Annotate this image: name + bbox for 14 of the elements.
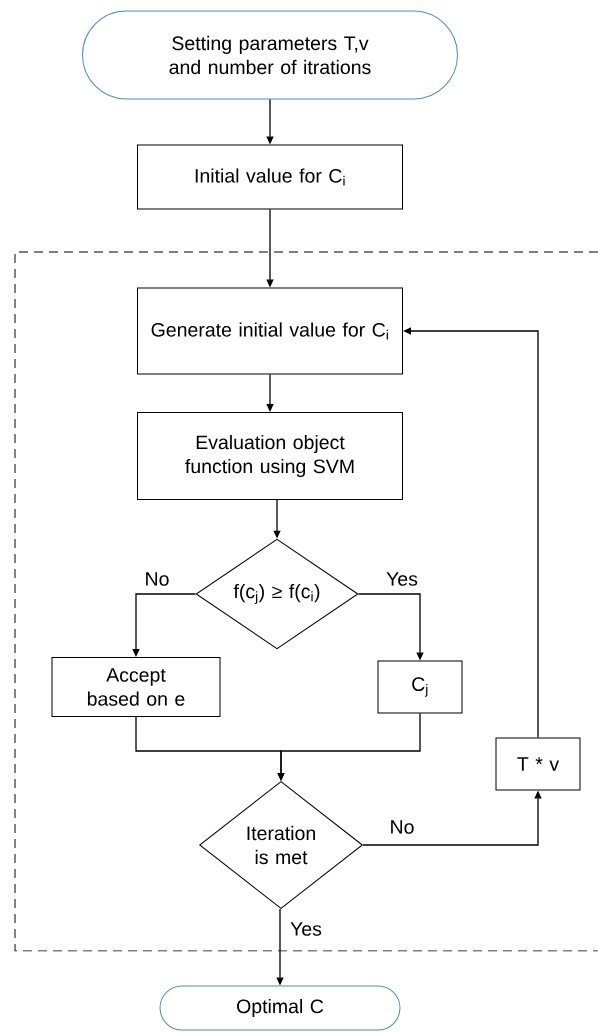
- process-box: Initial value for C$_{i}$: [137, 144, 403, 210]
- process-box: T * v: [495, 737, 581, 791]
- arrow: [132, 593, 197, 657]
- edge-label: No: [388, 819, 416, 835]
- arrow: [266, 373, 274, 412]
- process-box: Generate initial value for C$_{i}$: [137, 287, 403, 375]
- process-box: Accept based on e: [51, 657, 221, 717]
- edge-label: Yes: [289, 921, 323, 937]
- process-box: C$_{j}$: [377, 660, 463, 714]
- arrow: [277, 712, 421, 781]
- edge-label: Yes: [385, 571, 419, 587]
- arrow: [403, 327, 539, 739]
- process-box: Evaluation object function using SVM: [137, 412, 403, 500]
- edge-label: No: [143, 571, 171, 587]
